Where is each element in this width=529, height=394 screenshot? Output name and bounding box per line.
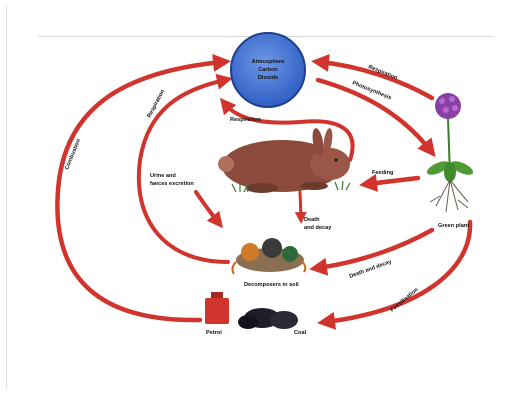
label-photosynthesis: Photosynthesis — [351, 80, 392, 101]
animal-death-arrow — [294, 190, 307, 224]
animal-respiration-arrow — [219, 97, 355, 162]
atmosphere-line3: Dioxide — [258, 75, 278, 81]
decomposers-illustration — [231, 238, 307, 275]
plant-death-arrow — [309, 227, 435, 276]
coal-illustration — [238, 308, 298, 329]
petrol-can-illustration — [205, 292, 229, 324]
label-faeces: faeces excretion — [150, 181, 194, 187]
green-plant-illustration — [426, 93, 474, 213]
label-death: Death — [304, 217, 320, 223]
label-urine: Urine and — [150, 173, 176, 179]
label-coal: Coal — [294, 330, 307, 336]
label-green-plant: Green plant — [438, 223, 469, 229]
plant-respiration-arrow — [311, 53, 435, 101]
label-decomposers: Decomposers in soil — [244, 282, 299, 288]
label-animal-respiration: Respiration — [230, 117, 261, 123]
fossilisation-arrow — [317, 219, 473, 330]
photosynthesis-arrow — [315, 77, 436, 158]
grass-tufts — [231, 180, 351, 193]
label-decay: and decay — [304, 225, 332, 231]
feeding-arrow — [359, 173, 421, 192]
atmosphere-line1: Atmosphere — [252, 59, 285, 65]
combustion-arrow — [55, 53, 231, 323]
label-feeding: Feeding — [372, 170, 394, 176]
atmosphere-line2: Carbon — [258, 67, 278, 73]
left-border — [6, 6, 7, 388]
excretion-arrow — [194, 190, 223, 229]
label-left-respiration: Respiration — [146, 88, 166, 119]
label-petrol: Petrol — [206, 330, 222, 336]
decomposer-respiration-arrow — [136, 73, 233, 264]
rabbit-illustration — [218, 128, 350, 193]
label-fossilisation: Fossilisation — [389, 287, 419, 314]
atmosphere-node: Atmosphere Carbon Dioxide — [230, 32, 306, 108]
